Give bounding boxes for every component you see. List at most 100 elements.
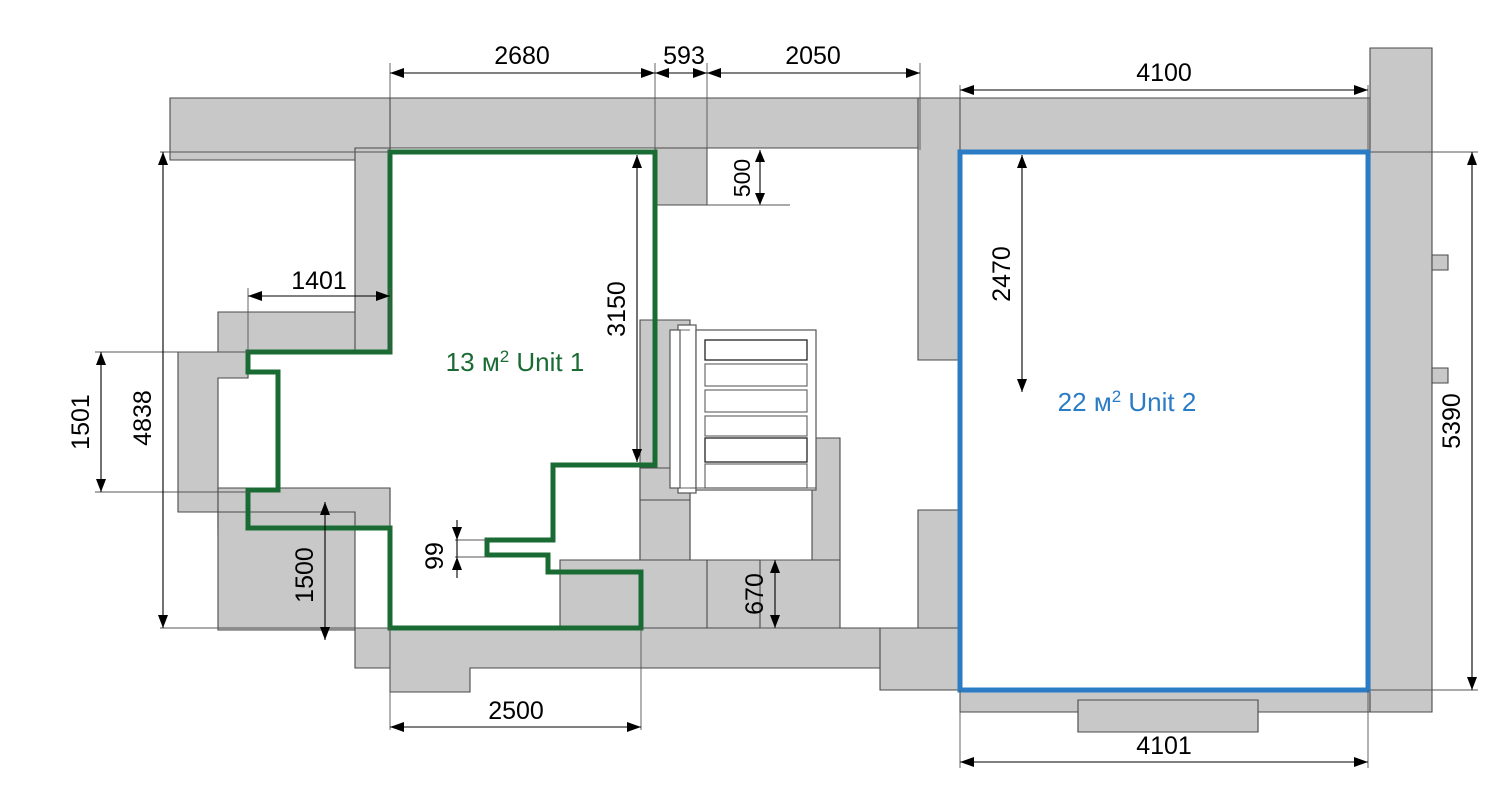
wall-right-exterior	[1369, 47, 1433, 713]
unit-2-area-value: 22	[1058, 387, 1087, 417]
dim-99-text: 99	[421, 542, 449, 570]
wall-left-vertical-upper	[354, 147, 391, 353]
wall-unit2-bottom-bump-2	[1077, 699, 1259, 733]
dim-4100: 4100	[960, 59, 1368, 95]
stair-tread-3	[704, 389, 808, 413]
unit-1-label-group: 13 м2 Unit 1	[446, 347, 585, 377]
dim-670-arrow-top	[770, 560, 780, 573]
dim-99-arrow-top	[452, 527, 462, 540]
stair-tread-4	[704, 415, 808, 437]
dim-99: 99	[421, 520, 487, 578]
wall-right-nub-upper	[1431, 254, 1449, 271]
dim-2050: 2050	[707, 42, 920, 78]
dim-4838-arrow-top	[158, 152, 168, 165]
unit-2-label-group: 22 м2 Unit 2	[1058, 387, 1197, 417]
dim-3150-text: 3150	[603, 281, 631, 337]
dim-2500: 2500	[390, 697, 641, 732]
staircase	[669, 324, 817, 494]
dim-2470: 2470	[988, 155, 1027, 392]
stair-tread-2	[704, 363, 808, 387]
wall-bottom-unit1-2	[389, 627, 921, 693]
dim-1401-arrow-left	[248, 291, 262, 301]
stair-tread-6	[704, 463, 808, 489]
dim-2500-arrow-right	[627, 722, 641, 732]
dim-500: 500	[707, 150, 790, 206]
dim-593: 593	[655, 42, 707, 78]
dim-670: 670	[741, 559, 800, 629]
stair-outer-frame	[677, 324, 697, 494]
dim-2050-arrow-left	[707, 68, 721, 78]
dim-4100-arrow-left	[960, 85, 974, 95]
dim-99-arrow-bottom	[452, 557, 462, 570]
dim-4100-text: 4100	[1136, 59, 1192, 87]
dim-2470-arrow-top	[1017, 155, 1027, 168]
wall-pocket-593	[654, 147, 708, 206]
dim-3150-arrow-top	[632, 155, 642, 168]
unit-1-label: 13 м2 Unit 1	[446, 347, 585, 377]
dim-3150: 3150	[603, 155, 642, 462]
dim-670-text: 670	[741, 573, 769, 615]
dim-2500-arrow-left	[390, 722, 404, 732]
dim-593-arrow-left	[655, 68, 669, 78]
dimension-group-top: 2680 593 2050 4100	[389, 42, 1369, 205]
unit-1-area-exponent: 2	[500, 347, 509, 366]
dim-4838-text: 4838	[129, 390, 157, 446]
unit-2-area-unit: м	[1094, 387, 1112, 417]
stair-landing-left	[669, 329, 681, 489]
unit-1-area-unit: м	[482, 347, 500, 377]
dim-1401-text: 1401	[291, 267, 347, 295]
dim-593-arrow-right	[693, 68, 707, 78]
wall-top-right-band	[919, 97, 1371, 153]
dim-4101-text: 4101	[1136, 732, 1192, 760]
dim-500-arrow-bottom	[755, 193, 765, 205]
dim-2680-arrow-left	[390, 68, 404, 78]
dim-4100-arrow-right	[1354, 85, 1368, 95]
unit-2-name: Unit 2	[1128, 387, 1196, 417]
dim-5390-text: 5390	[1438, 393, 1466, 449]
dim-4101: 4101	[960, 732, 1368, 767]
dim-3150-arrow-bottom	[632, 449, 642, 462]
dim-2680-text: 2680	[494, 42, 550, 70]
stair-tread-1	[704, 339, 808, 361]
dim-1501-text: 1501	[67, 394, 95, 450]
dim-4101-arrow-left	[960, 757, 974, 767]
dim-4838: 4838	[129, 151, 390, 629]
wall-divider-lower-foot	[879, 627, 961, 691]
dim-1401-arrow-right	[376, 291, 390, 301]
dim-2680-arrow-right	[641, 68, 655, 78]
unit-1-name: Unit 1	[516, 347, 584, 377]
dim-1500: 1500	[291, 502, 390, 640]
unit-2-boundary[interactable]	[957, 149, 1371, 693]
dim-593-text: 593	[663, 42, 705, 70]
dim-2470-arrow-bottom	[1017, 379, 1027, 392]
dim-1401: 1401	[247, 267, 391, 352]
dim-1500-arrow-top	[320, 502, 330, 515]
dim-4838-arrow-bottom	[158, 615, 168, 628]
dim-1501-arrow-top	[96, 352, 106, 365]
wall-divider-central	[917, 97, 961, 361]
dimension-group-bottom: 2500 4101	[389, 628, 1369, 768]
dim-1500-text: 1500	[291, 547, 319, 603]
dim-500-arrow-top	[755, 150, 765, 162]
wall-right-nub-lower	[1431, 367, 1449, 384]
unit-2-label: 22 м2 Unit 2	[1058, 387, 1197, 417]
dim-670-arrow-bottom	[770, 615, 780, 628]
dim-2470-text: 2470	[988, 246, 1016, 302]
dim-5390-arrow-bottom	[1467, 677, 1477, 690]
unit-2-area-exponent: 2	[1112, 387, 1121, 406]
dim-5390: 5390	[1370, 151, 1478, 691]
dim-2680: 2680	[390, 42, 655, 78]
dim-1501: 1501	[67, 351, 248, 493]
dim-1500-arrow-bottom	[320, 627, 330, 640]
unit-1-area-value: 13	[446, 347, 475, 377]
wall-structure	[169, 47, 1449, 733]
dim-2500-text: 2500	[488, 697, 544, 725]
dim-2050-arrow-right	[906, 68, 920, 78]
dim-4101-arrow-right	[1354, 757, 1368, 767]
dim-1501-arrow-bottom	[96, 479, 106, 492]
dim-500-text: 500	[729, 159, 755, 197]
wall-stair-lower-band-2	[639, 499, 691, 561]
stair-tread-5	[704, 437, 808, 463]
